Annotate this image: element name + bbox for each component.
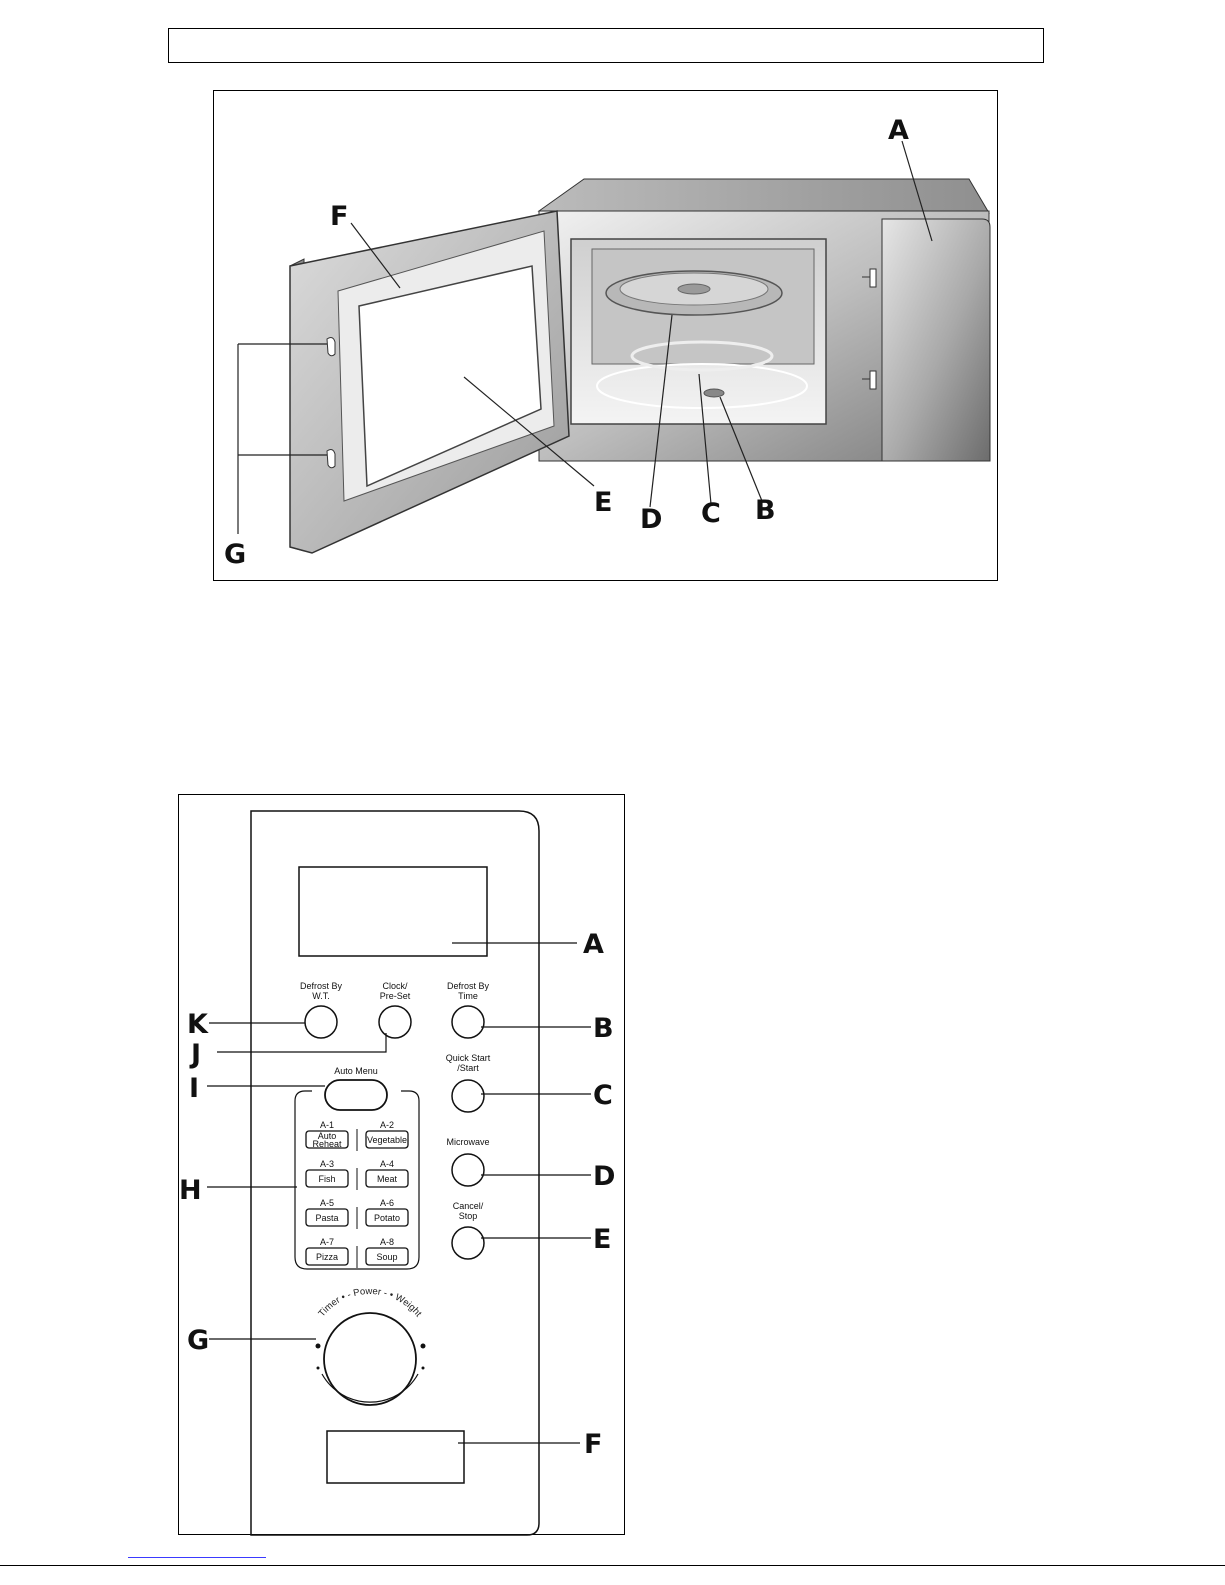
panel-callout-k: K — [187, 1009, 209, 1040]
auto-menu-item-label: Reheat — [312, 1139, 342, 1149]
microwave-power-button[interactable] — [452, 1154, 484, 1186]
auto-menu-code: A-8 — [380, 1237, 394, 1247]
panel-callout-f: F — [584, 1429, 602, 1460]
dial-dot — [316, 1344, 321, 1349]
header-box — [168, 28, 1044, 63]
auto-menu-code: A-1 — [320, 1120, 334, 1130]
defrost-by-time-button[interactable] — [452, 1006, 484, 1038]
callout-e: E — [594, 487, 612, 518]
auto-menu-label: Auto Menu — [334, 1066, 378, 1076]
panel-callout-i: I — [189, 1073, 199, 1104]
cancel-stop-button[interactable] — [452, 1227, 484, 1259]
door-release-button[interactable] — [327, 1431, 464, 1483]
microwave-illustration: A F E D C B G — [214, 91, 999, 582]
callout-g: G — [224, 539, 246, 570]
control-panel-figure: Defrost By W.T. Clock/ Pre-Set Defrost B… — [178, 794, 625, 1535]
cancel-label-1: Cancel/ — [453, 1201, 484, 1211]
callout-c: C — [701, 498, 721, 529]
auto-menu-button[interactable] — [325, 1080, 387, 1110]
panel-callout-e: E — [593, 1224, 611, 1255]
panel-callout-c: C — [593, 1080, 613, 1111]
auto-menu-code: A-3 — [320, 1159, 334, 1169]
auto-menu-item-label: Soup — [376, 1252, 397, 1262]
quick-start-button[interactable] — [452, 1080, 484, 1112]
callout-f: F — [330, 201, 348, 232]
auto-menu-item-label: Potato — [374, 1213, 400, 1223]
dial-weight-label: Weight — [393, 1292, 424, 1319]
callout-b: B — [755, 495, 776, 526]
dial-timer-label: Timer — [316, 1295, 342, 1319]
dial-dot — [317, 1367, 320, 1370]
cancel-label-2: Stop — [459, 1211, 478, 1221]
quick-start-label-2: /Start — [457, 1063, 479, 1073]
defrost-wt-label-2: W.T. — [312, 991, 330, 1001]
clock-label-1: Clock/ — [382, 981, 408, 991]
panel-callout-j: J — [189, 1039, 201, 1070]
microwave-figure: A F E D C B G — [213, 90, 998, 581]
panel-callout-g: G — [187, 1325, 209, 1356]
panel-callout-d: D — [593, 1161, 615, 1192]
defrost-wt-label-1: Defrost By — [300, 981, 343, 991]
microwave-label: Microwave — [446, 1137, 489, 1147]
auto-menu-code: A-7 — [320, 1237, 334, 1247]
auto-menu-grid: A-1AutoReheatA-2VegetableA-3FishA-4MeatA… — [306, 1120, 408, 1268]
auto-menu-item-label: Vegetable — [367, 1135, 407, 1145]
dial-power-label: Power — [352, 1286, 382, 1299]
footer-link-underline — [128, 1557, 266, 1558]
defrost-time-label-2: Time — [458, 991, 478, 1001]
defrost-by-weight-button[interactable] — [305, 1006, 337, 1038]
clock-label-2: Pre-Set — [380, 991, 411, 1001]
auto-menu-item-label: Pizza — [316, 1252, 338, 1262]
callout-d: D — [640, 504, 662, 535]
callout-a: A — [888, 115, 909, 146]
clock-preset-button[interactable] — [379, 1006, 411, 1038]
auto-menu-code: A-6 — [380, 1198, 394, 1208]
auto-menu-code: A-5 — [320, 1198, 334, 1208]
auto-menu-item-label: Fish — [318, 1174, 335, 1184]
panel-callout-h: H — [179, 1175, 202, 1206]
panel-callout-a: A — [583, 929, 604, 960]
auto-menu-code: A-2 — [380, 1120, 394, 1130]
auto-menu-code: A-4 — [380, 1159, 394, 1169]
auto-menu-item-label: Pasta — [315, 1213, 338, 1223]
quick-start-label-1: Quick Start — [446, 1053, 491, 1063]
dial-dot — [421, 1344, 426, 1349]
panel-callout-b: B — [593, 1013, 614, 1044]
dial-dot — [422, 1367, 425, 1370]
page-bottom-rule — [0, 1565, 1225, 1566]
defrost-time-label-1: Defrost By — [447, 981, 490, 991]
auto-menu-item-label: Meat — [377, 1174, 398, 1184]
control-panel-illustration: Defrost By W.T. Clock/ Pre-Set Defrost B… — [179, 795, 626, 1536]
